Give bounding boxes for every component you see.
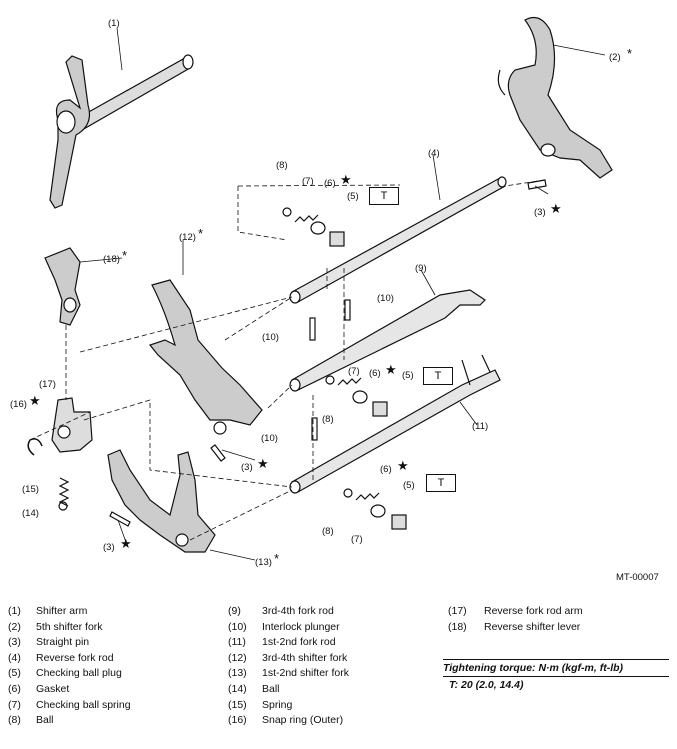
callout-2: (2) — [609, 52, 621, 63]
callout-18: (18) — [103, 254, 120, 265]
callout-9: (9) — [415, 263, 427, 274]
callout-1: (1) — [108, 18, 120, 29]
legend-item: (1)Shifter arm — [8, 605, 88, 617]
first-second-shifter-fork-part — [107, 449, 216, 553]
straight-pin-c — [109, 511, 131, 527]
torque-heading: Tightening torque: N·m (kgf-m, ft-lb) — [443, 662, 624, 674]
legend-item: (9)3rd-4th fork rod — [228, 605, 334, 617]
figure-id: MT-00007 — [616, 572, 659, 583]
torque-value: T: 20 (2.0, 14.4) — [443, 676, 669, 691]
star-3-mid: ★ — [257, 456, 269, 471]
callout-3-bottom: (3) — [103, 542, 115, 553]
legend-item: (5)Checking ball plug — [8, 667, 122, 680]
snap-ring-part — [27, 438, 43, 456]
callout-5-top: (5) — [347, 191, 359, 202]
third-fourth-shifter-fork-part — [148, 279, 263, 435]
legend-item: (7)Checking ball spring — [8, 698, 131, 711]
callout-12: (12) — [179, 232, 196, 243]
checking-ball-set-bottom — [343, 488, 407, 530]
legend-column-2: (9)3rd-4th fork rod (10)Interlock plunge… — [228, 604, 349, 729]
legend-item: (17)Reverse fork rod arm — [448, 605, 583, 617]
callout-12-asterisk: * — [198, 226, 204, 241]
legend-item: (15)Spring — [228, 698, 293, 711]
star-16: ★ — [29, 393, 41, 408]
checking-ball-set-mid — [325, 375, 388, 417]
legend-item: (4)Reverse fork rod — [8, 651, 114, 664]
star-6-top: ★ — [340, 172, 352, 187]
callout-15: (15) — [22, 484, 39, 495]
star-6-bottom: ★ — [397, 458, 409, 473]
callout-4: (4) — [428, 148, 440, 159]
legend-column-1: (1)Shifter arm (2)5th shifter fork (3)St… — [8, 604, 131, 729]
ball-14-part — [58, 501, 68, 511]
tightening-torque-table: Tightening torque: N·m (kgf-m, ft-lb) T:… — [443, 659, 669, 691]
callout-18-asterisk: * — [122, 248, 128, 263]
callout-5-bottom: (5) — [403, 480, 415, 491]
legend-item: (10)Interlock plunger — [228, 620, 340, 633]
legend-item: (16)Snap ring (Outer) — [228, 714, 344, 727]
callout-8-top: (8) — [276, 160, 288, 171]
callout-8-mid: (8) — [322, 414, 334, 425]
torque-box-bottom: T — [426, 474, 456, 492]
callout-6-mid: (6) — [369, 368, 381, 379]
interlock-plunger-a — [309, 317, 316, 341]
legend-item: (18)Reverse shifter lever — [448, 620, 581, 633]
callout-5-mid: (5) — [402, 370, 414, 381]
legend-item: (11)1st-2nd fork rod — [228, 636, 336, 649]
callout-7-bottom: (7) — [351, 534, 363, 545]
star-3-right: ★ — [550, 201, 562, 216]
callout-16: (16) — [10, 399, 27, 410]
torque-box-top: T — [369, 187, 399, 205]
callout-14: (14) — [22, 508, 39, 519]
legend-column-3: (17)Reverse fork rod arm (18)Reverse shi… — [448, 604, 583, 635]
exploded-parts-diagram — [27, 17, 613, 561]
fifth-shifter-fork-part — [497, 17, 613, 179]
callout-6-top: (6) — [324, 178, 336, 189]
legend-item: (6)Gasket — [8, 682, 70, 695]
legend-item: (12)3rd-4th shifter fork — [228, 651, 348, 664]
callout-6-bottom: (6) — [380, 464, 392, 475]
legend-item: (3)Straight pin — [8, 636, 90, 649]
callout-17: (17) — [39, 379, 56, 390]
callout-10-left: (10) — [262, 332, 279, 343]
legend-item: (8)Ball — [8, 714, 54, 727]
reverse-fork-rod-part — [289, 176, 507, 304]
reverse-shifter-lever-part — [44, 247, 81, 326]
reverse-fork-rod-arm-part — [51, 397, 93, 453]
callout-7-top: (7) — [302, 176, 314, 187]
torque-box-mid: T — [423, 367, 453, 385]
legend-item: (13)1st-2nd shifter fork — [228, 667, 349, 680]
interlock-plunger-b — [344, 299, 351, 321]
straight-pin-b — [210, 444, 226, 462]
callout-3-right: (3) — [534, 207, 546, 218]
star-6-mid: ★ — [385, 362, 397, 377]
callout-7-mid: (7) — [348, 366, 360, 377]
callout-13: (13) — [255, 557, 272, 568]
checking-ball-set-top — [282, 207, 345, 247]
callout-10-right: (10) — [377, 293, 394, 304]
first-second-fork-rod-part — [289, 354, 501, 494]
shifter-arm-part — [49, 54, 194, 209]
callout-13-asterisk: * — [274, 551, 280, 566]
callout-2-asterisk: * — [627, 46, 633, 61]
third-fourth-fork-rod-part — [289, 289, 486, 392]
star-3-bottom: ★ — [120, 536, 132, 551]
legend-item: (2)5th shifter fork — [8, 620, 103, 633]
callout-11: (11) — [472, 421, 489, 432]
callout-8-bottom: (8) — [322, 526, 334, 537]
legend-item: (14)Ball — [228, 682, 280, 695]
spring-part — [58, 477, 70, 507]
interlock-plunger-c — [311, 417, 318, 441]
callout-3-mid: (3) — [241, 462, 253, 473]
callout-10-lower: (10) — [261, 433, 278, 444]
